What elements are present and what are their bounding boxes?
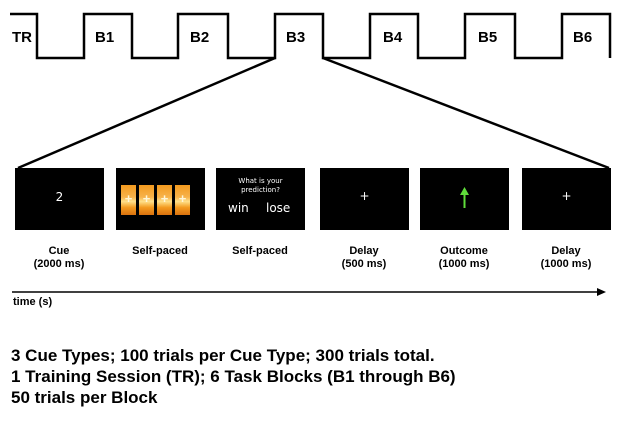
screen-cue: 2	[15, 168, 104, 230]
green-up-arrow-icon	[460, 187, 469, 208]
screen-delay-1: +	[320, 168, 409, 230]
caption-self-paced-2: Self-paced	[210, 245, 310, 258]
summary-line-1: 3 Cue Types; 100 trials per Cue Type; 30…	[11, 346, 435, 365]
screen-self-paced-cards	[116, 168, 205, 230]
prediction-prompt-line1: What is your	[238, 177, 283, 185]
caption-duration: (1000 ms)	[540, 258, 592, 270]
caption-delay-1: Delay (500 ms)	[314, 245, 414, 271]
block-label-b5: B5	[478, 29, 497, 46]
block-label-b6: B6	[573, 29, 592, 46]
caption-title: Delay	[551, 245, 581, 257]
caption-title: Delay	[349, 245, 379, 257]
summary-line-3: 50 trials per Block	[11, 388, 158, 407]
block-label-b4: B4	[383, 29, 403, 46]
caption-duration: (1000 ms)	[438, 258, 490, 270]
summary-line-2: 1 Training Session (TR); 6 Task Blocks (…	[11, 367, 456, 386]
block-label-tr: TR	[12, 29, 32, 46]
card-icon	[175, 185, 190, 215]
screen-delay-2: +	[522, 168, 611, 230]
cue-number: 2	[55, 190, 64, 204]
block-square-wave	[10, 12, 612, 60]
caption-title: Cue	[48, 245, 70, 257]
prediction-prompt-line2: prediction?	[241, 186, 280, 194]
caption-duration: (500 ms)	[341, 258, 387, 270]
caption-delay-2: Delay (1000 ms)	[516, 245, 616, 271]
zoom-line-right	[322, 56, 610, 170]
caption-title: Self-paced	[132, 245, 188, 257]
block-label-b1: B1	[95, 29, 114, 46]
caption-outcome: Outcome (1000 ms)	[414, 245, 514, 271]
caption-title: Self-paced	[232, 245, 288, 257]
block-label-b2: B2	[190, 29, 209, 46]
time-axis-label: time (s)	[13, 296, 53, 308]
option-lose: lose	[266, 201, 291, 215]
screen-self-paced-prediction: What is your prediction? win lose	[216, 168, 305, 230]
caption-self-paced-1: Self-paced	[110, 245, 210, 258]
fixation-cross: +	[359, 189, 370, 203]
time-axis-arrowhead	[597, 288, 606, 296]
card-row-icon	[121, 185, 190, 215]
caption-duration: (2000 ms)	[33, 258, 85, 270]
option-win: win	[228, 201, 249, 215]
caption-title: Outcome	[440, 245, 488, 257]
card-icon	[157, 185, 172, 215]
fixation-cross: +	[561, 189, 572, 203]
card-icon	[139, 185, 154, 215]
summary-text: 3 Cue Types; 100 trials per Cue Type; 30…	[11, 345, 456, 408]
block-label-b3: B3	[286, 29, 305, 46]
card-icon	[121, 185, 136, 215]
caption-cue: Cue (2000 ms)	[9, 245, 109, 271]
screen-outcome	[420, 168, 509, 230]
zoom-line-left	[17, 56, 276, 170]
